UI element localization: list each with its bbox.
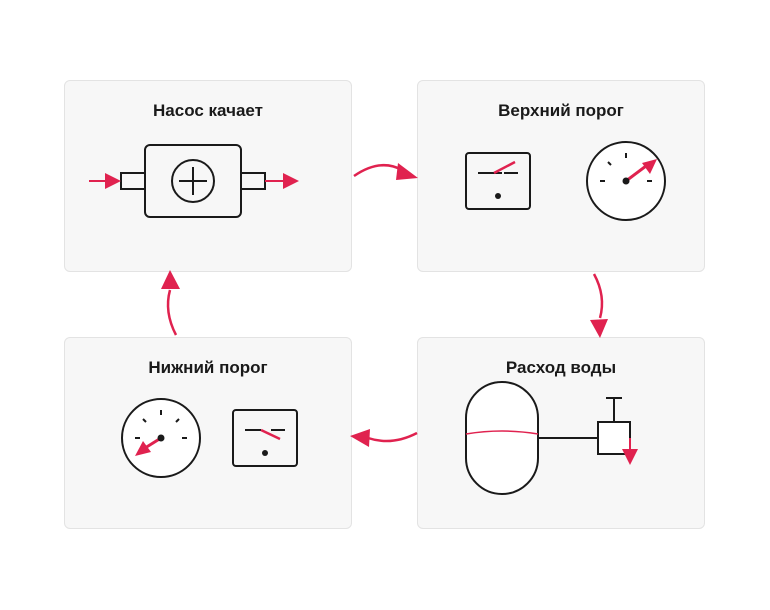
pressure-switch-high-icon — [465, 141, 666, 221]
arrow-consumption-to-lower — [350, 429, 418, 447]
outflow-arrow — [265, 173, 299, 189]
pressure-switch-low-icon — [121, 398, 298, 478]
step-title: Верхний порог — [498, 101, 624, 120]
step-title: Расход воды — [505, 358, 617, 377]
step-title: Насос качает — [153, 101, 263, 120]
step-lower-threshold-panel: Нижний порог — [64, 337, 352, 529]
step-pump-panel: Насос качает — [64, 80, 352, 272]
arrow-upper-to-consumption — [590, 273, 608, 338]
faucet-valve — [597, 397, 631, 455]
arrow-lower-to-pump — [161, 270, 180, 336]
pressure-gauge-low — [121, 398, 201, 478]
tank-water-level — [465, 430, 539, 435]
step-upper-threshold-panel: Верхний порог — [417, 80, 705, 272]
step-water-consumption-panel: Расход воды — [417, 337, 705, 529]
pressure-gauge-high — [586, 141, 666, 221]
pump-outlet-pipe — [240, 172, 266, 190]
switch-box-closed — [465, 152, 531, 210]
pump-impeller — [171, 159, 215, 203]
arrow-pump-to-upper — [353, 163, 418, 180]
step-title: Нижний порог — [148, 358, 268, 377]
inflow-arrow — [89, 173, 121, 189]
pump-icon — [89, 144, 299, 218]
tank-and-valve-icon — [465, 381, 638, 495]
switch-box-open — [232, 409, 298, 467]
pump-inlet-pipe — [120, 172, 146, 190]
water-outflow-arrow — [622, 438, 638, 465]
pressure-tank — [465, 381, 539, 495]
